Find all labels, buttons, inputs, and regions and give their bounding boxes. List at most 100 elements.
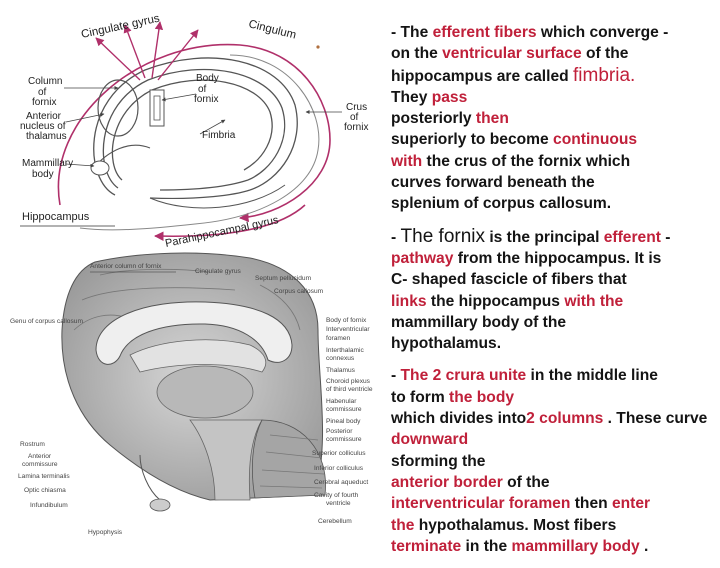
- text-run: of the: [502, 473, 550, 491]
- text-run: hippocampus are called: [391, 67, 573, 85]
- text-run: which divides into: [391, 410, 527, 428]
- fornix-schematic: Cingulate gyrus Cingulum Column of forni…: [20, 13, 370, 250]
- text-run: from the hippocampus. It is: [453, 249, 662, 267]
- label-right: Cavity of fourth: [314, 492, 359, 499]
- text-run: with: [391, 152, 423, 170]
- label-right: foramen: [326, 335, 351, 342]
- label-right: commissure: [326, 406, 362, 413]
- label-crus-of-fornix: Crus of fornix: [344, 102, 370, 133]
- left-label-column: Rostrum Anterior commissure Lamina termi…: [18, 441, 123, 536]
- label-hippocampus: Hippocampus: [22, 211, 90, 223]
- label-right: Habenular: [326, 398, 357, 405]
- label-left: Hypophysis: [88, 529, 123, 536]
- text-run: -: [391, 228, 401, 246]
- text-run: interventricular foramen: [391, 495, 571, 513]
- text-run: downward: [391, 431, 469, 449]
- text-run: - The: [391, 24, 433, 41]
- text-run: efferent fibers: [432, 24, 537, 41]
- label-mammillary-body: Mammillary body: [22, 158, 76, 180]
- text-run: continuous: [553, 131, 638, 149]
- text-run: fimbria.: [573, 64, 636, 86]
- paragraph-crura: - The 2 crura unite in the middle line to…: [391, 365, 717, 557]
- text-run: They: [391, 88, 432, 106]
- label-right: Pineal body: [326, 418, 361, 425]
- text-run: efferent: [603, 228, 661, 246]
- text-run: in the: [461, 537, 512, 555]
- right-label-column: Body of fornix Interventricular foramen …: [312, 317, 373, 525]
- text-run: to form: [391, 388, 450, 406]
- label-cingulum: Cingulum: [247, 18, 297, 41]
- text-run: ventricular surface: [442, 45, 582, 63]
- text-run: .: [639, 537, 649, 555]
- text-run: unite: [488, 367, 527, 385]
- midsagittal-section: Anterior column of fornix Cingulate gyru…: [10, 252, 373, 536]
- text-run: which converge -: [536, 24, 669, 41]
- label-right: Interthalamic: [326, 347, 364, 354]
- label-right: Choroid plexus: [326, 378, 371, 385]
- text-run: The fornix: [400, 225, 486, 247]
- label-corpus-callosum: Corpus callosum: [274, 288, 324, 295]
- label-left: commissure: [22, 461, 58, 468]
- label-column-of-fornix: Column of fornix: [28, 76, 65, 108]
- speck-mark: [316, 45, 320, 49]
- text-run: mammillary body of the: [391, 313, 567, 331]
- text-run: terminate: [391, 537, 462, 555]
- text-run: C- shaped fascicle of fibers that: [391, 271, 627, 289]
- text-run: of the: [581, 45, 629, 63]
- text-run: The 2 crura: [400, 367, 485, 385]
- label-left: Rostrum: [20, 441, 45, 448]
- label-right: ventricle: [326, 500, 351, 507]
- label-left: Optic chiasma: [24, 487, 66, 494]
- explanation-text: - The efferent fibers which converge - on…: [391, 22, 717, 568]
- text-run: . These curve: [603, 410, 708, 428]
- text-run: forming the: [399, 452, 486, 470]
- text-run: enter: [611, 495, 651, 513]
- label-cingulate-gyrus-2: Cingulate gyrus: [195, 268, 242, 275]
- text-run: the body: [449, 388, 515, 406]
- label-right: Cerebellum: [318, 518, 352, 525]
- text-run: s: [391, 452, 400, 470]
- label-left: Lamina terminalis: [18, 473, 70, 480]
- label-right: of third ventricle: [326, 386, 373, 393]
- label-right: Posterior: [326, 428, 353, 435]
- label-fimbria: Fimbria: [202, 130, 236, 141]
- label-parahippocampal-gyrus: Parahippocampal gyrus: [164, 214, 280, 250]
- paragraph-fornix-pathway: - The fornix is the principal efferent -…: [391, 226, 717, 355]
- text-run: in the middle line: [526, 367, 658, 385]
- label-genu: Genu of corpus callosum: [10, 318, 83, 325]
- label-body-of-fornix: Body of fornix: [194, 73, 222, 105]
- label-right: Inferior colliculus: [314, 465, 364, 472]
- text-run: the hippocampus: [426, 292, 565, 310]
- label-right: connexus: [326, 355, 355, 362]
- text-run: hypothalamus. Most fibers: [414, 516, 617, 534]
- label-left: Infundibulum: [30, 502, 68, 509]
- label-anterior-column: Anterior column of fornix: [90, 263, 162, 270]
- text-run: on the: [391, 45, 443, 63]
- text-run: pathway: [391, 249, 454, 267]
- text-run: hypothalamus.: [391, 335, 502, 353]
- text-run: with the: [564, 292, 624, 310]
- text-run: the crus of the fornix which: [422, 152, 631, 170]
- text-run: then: [570, 495, 612, 513]
- label-right: Superior colliculus: [312, 450, 366, 457]
- text-run: splenium of corpus callosum.: [391, 195, 612, 213]
- label-right: Interventricular: [326, 326, 370, 333]
- label-cingulate-gyrus: Cingulate gyrus: [80, 13, 161, 41]
- text-run: then: [475, 110, 509, 128]
- text-run: posteriorly: [391, 110, 476, 128]
- label-right: commissure: [326, 436, 362, 443]
- label-anterior-nucleus: Anterior nucleus of thalamus: [20, 111, 68, 142]
- label-right: Thalamus: [326, 367, 356, 374]
- text-run: is the principal: [485, 228, 604, 246]
- paragraph-fimbria: - The efferent fibers which converge - on…: [391, 22, 717, 215]
- text-run: anterior border: [391, 473, 503, 491]
- text-run: 2 columns: [526, 410, 604, 428]
- text-run: pass: [431, 88, 468, 106]
- label-right: Body of fornix: [326, 317, 367, 324]
- text-run: -: [391, 367, 401, 385]
- text-run: superiorly to become: [391, 131, 554, 149]
- text-run: links: [391, 292, 427, 310]
- text-run: the: [391, 516, 415, 534]
- text-run: mammillary body: [511, 537, 640, 555]
- text-run: curves forward beneath the: [391, 174, 595, 192]
